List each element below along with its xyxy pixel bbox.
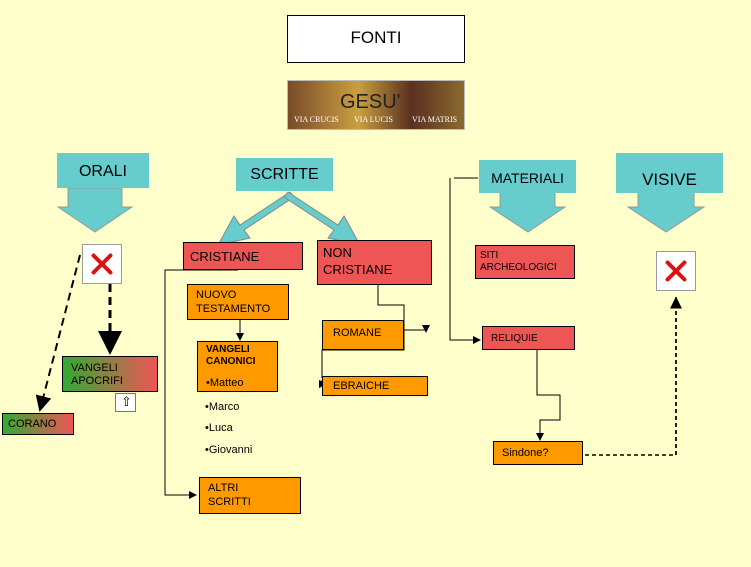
node-corano: CORANO [2,413,74,435]
node-cristiane-label: CRISTIANE [190,249,260,264]
gesu-banner: GESU' VIA CRUCIS VIA LUCIS VIA MATRIS [287,80,465,130]
node-sindone: Sindone? [493,441,583,465]
node-ebraiche-label: EBRAICHE [333,380,390,392]
title-text: FONTI [350,28,402,47]
node-scritte: SCRITTE [236,158,333,191]
node-visive-label: VISIVE [642,170,697,189]
visive-down-arrow [626,191,706,233]
node-corano-label: CORANO [8,418,57,430]
title-box: FONTI [287,15,465,63]
node-altri-scritti: ALTRI SCRITTI [199,477,301,514]
node-non-cristiane: NON CRISTIANE [317,240,432,285]
scritte-right-arrow [283,191,361,246]
gospel-marco: •Marco [205,401,240,413]
banner-heading: GESU' [340,91,401,113]
node-altri-scritti-label: ALTRI SCRITTI [208,482,251,508]
node-materiali-label: MATERIALI [491,170,564,186]
node-non-cristiane-label: NON CRISTIANE [323,245,393,277]
node-cristiane: CRISTIANE [183,242,303,270]
node-ebraiche: EBRAICHE [322,376,428,396]
node-visive: VISIVE [616,153,723,193]
node-nuovo-testamento: NUOVO TESTAMENTO [187,284,289,320]
node-vangeli-apocrifi: VANGELI APOCRIFI [62,356,158,392]
banner-caption-1: VIA CRUCIS [294,115,339,124]
gospel-matteo: •Matteo [206,377,244,389]
gospel-giovanni: •Giovanni [205,444,253,456]
node-vangeli-apocrifi-label: VANGELI APOCRIFI [71,362,123,387]
node-romane-label: ROMANE [333,327,382,339]
orali-down-arrow [56,187,134,233]
gospel-luca: •Luca [205,422,233,434]
up-arrow-icon: ⇧ [115,393,136,412]
node-romane: ROMANE [322,320,404,350]
node-sindone-label: Sindone? [502,447,549,459]
node-reliquie-label: RELIQUIE [491,333,538,344]
node-vangeli-canonici-label: VANGELI CANONICI [206,344,256,367]
node-siti-label: SITI ARCHEOLOGICI [480,250,557,273]
x-mark-icon [82,244,122,284]
node-orali-label: ORALI [78,163,127,180]
banner-caption-3: VIA MATRIS [412,115,458,124]
scritte-left-arrow [217,191,295,246]
node-materiali: MATERIALI [479,160,576,193]
x-mark-icon [656,251,696,291]
node-scritte-label: SCRITTE [250,166,319,183]
materiali-down-arrow [488,191,567,233]
node-reliquie: RELIQUIE [482,326,575,350]
node-vangeli-canonici: VANGELI CANONICI •Matteo [197,341,278,392]
node-orali: ORALI [57,153,149,188]
node-nuovo-testamento-label: NUOVO TESTAMENTO [196,289,271,315]
banner-caption-2: VIA LUCIS [354,115,393,124]
node-siti-archeologici: SITI ARCHEOLOGICI [475,245,575,279]
